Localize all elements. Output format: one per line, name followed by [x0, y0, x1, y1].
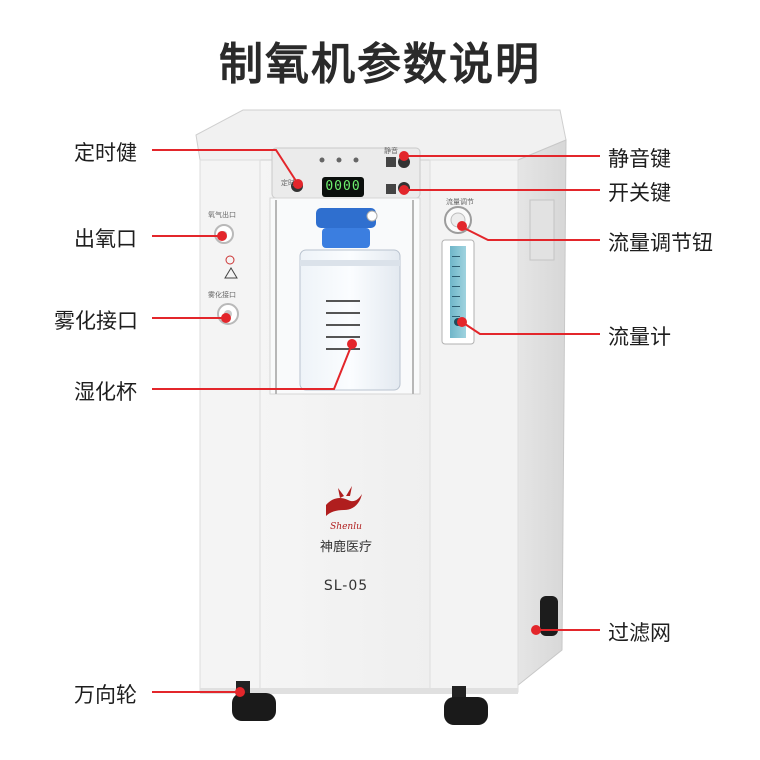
label-mute-key: 静音键	[608, 147, 671, 171]
caster-back-right	[540, 596, 558, 636]
cup-body	[299, 249, 401, 391]
label-caster: 万向轮	[74, 683, 137, 707]
label-filter: 过滤网	[608, 621, 671, 645]
side-vent	[529, 199, 555, 261]
mute-caption: 静音	[384, 147, 398, 155]
brand-name-en: Shenlu	[330, 522, 362, 532]
digital-display: 0000	[322, 177, 364, 197]
brand-logo	[326, 486, 362, 516]
flow-knob-caption: 流量调节	[446, 198, 474, 206]
label-nebulizer-port: 雾化接口	[54, 309, 138, 333]
caster-front-right	[444, 686, 488, 725]
page-title: 制氧机参数说明	[219, 39, 541, 90]
label-humidifier-cup: 湿化杯	[74, 380, 137, 404]
left-column	[199, 159, 261, 693]
label-timer-key: 定时健	[74, 141, 137, 165]
label-flowmeter: 流量计	[608, 325, 671, 349]
brand-name-cn: 神鹿医疗	[319, 540, 372, 555]
humidifier-lid	[316, 208, 376, 228]
timer-caption: 定时	[281, 179, 295, 187]
oxygen-outlet-caption: 氧气出口	[208, 211, 236, 219]
label-oxygen-outlet: 出氧口	[74, 227, 137, 251]
mute-button-shape	[398, 156, 410, 168]
power-button-shape	[398, 182, 410, 194]
right-column	[429, 159, 519, 693]
label-power-key: 开关键	[608, 181, 671, 205]
flowmeter-tube	[450, 246, 466, 338]
label-flow-knob: 流量调节钮	[608, 231, 713, 255]
model-number: SL-05	[323, 578, 369, 594]
nebulizer-caption: 雾化接口	[208, 291, 236, 299]
